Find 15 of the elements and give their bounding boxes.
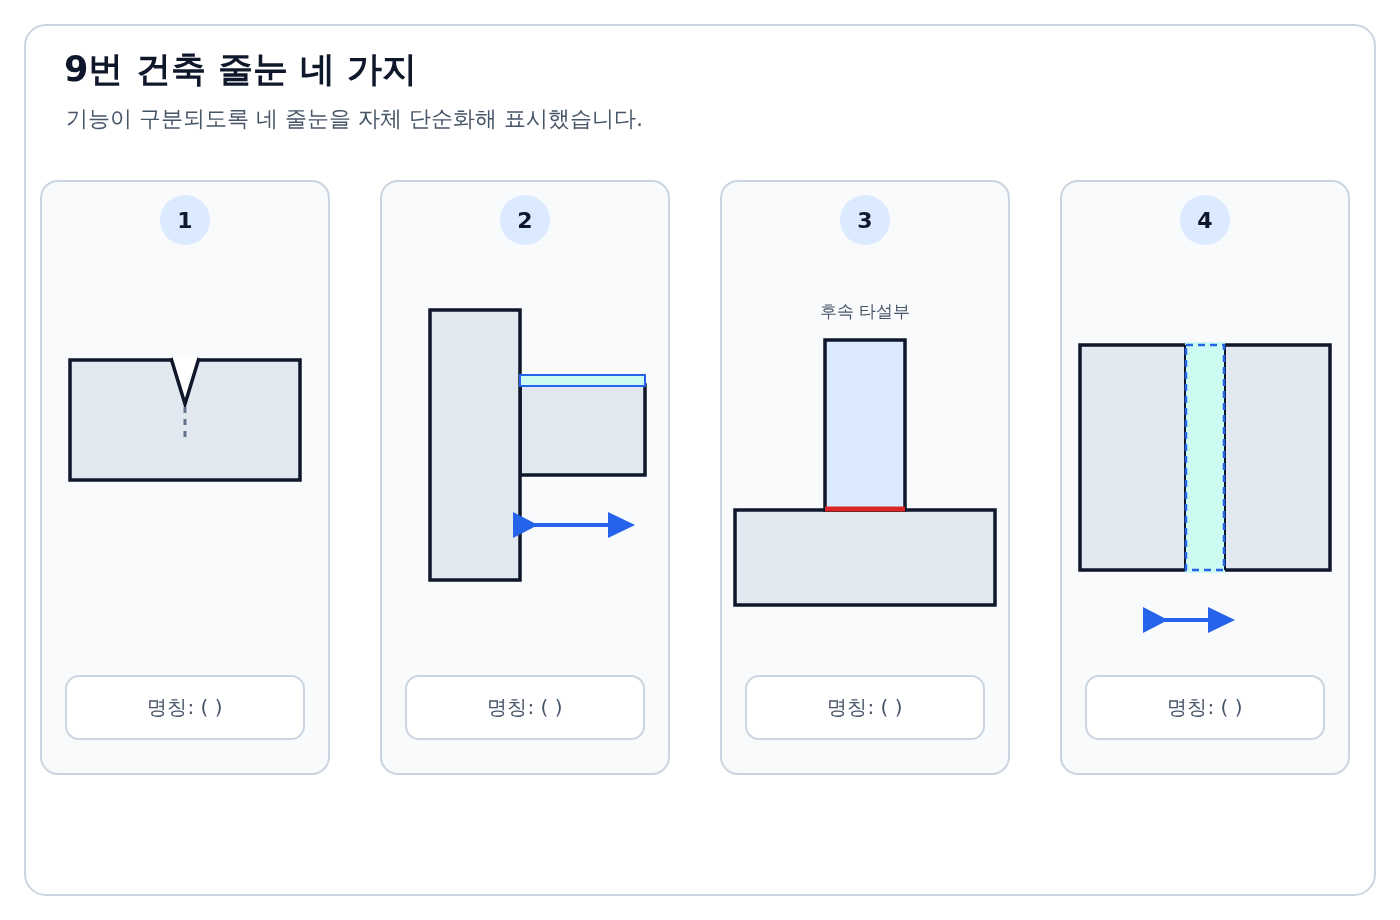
question-card [40,180,330,775]
part-label: 후속 타설부 [819,300,911,323]
answer-box: 명칭: ( ) [745,675,985,740]
diagram-title: 9번 건축 줄눈 네 가지 [64,48,418,91]
answer-box: 명칭: ( ) [405,675,645,740]
number-badge: 4 [1180,195,1230,245]
question-card [720,180,1010,775]
answer-box: 명칭: ( ) [65,675,305,740]
number-badge: 1 [160,195,210,245]
number-badge: 3 [840,195,890,245]
answer-box: 명칭: ( ) [1085,675,1325,740]
question-card [1060,180,1350,775]
number-badge: 2 [500,195,550,245]
question-card [380,180,670,775]
diagram-subtitle: 기능이 구분되도록 네 줄눈을 자체 단순화해 표시했습니다. [66,105,643,133]
